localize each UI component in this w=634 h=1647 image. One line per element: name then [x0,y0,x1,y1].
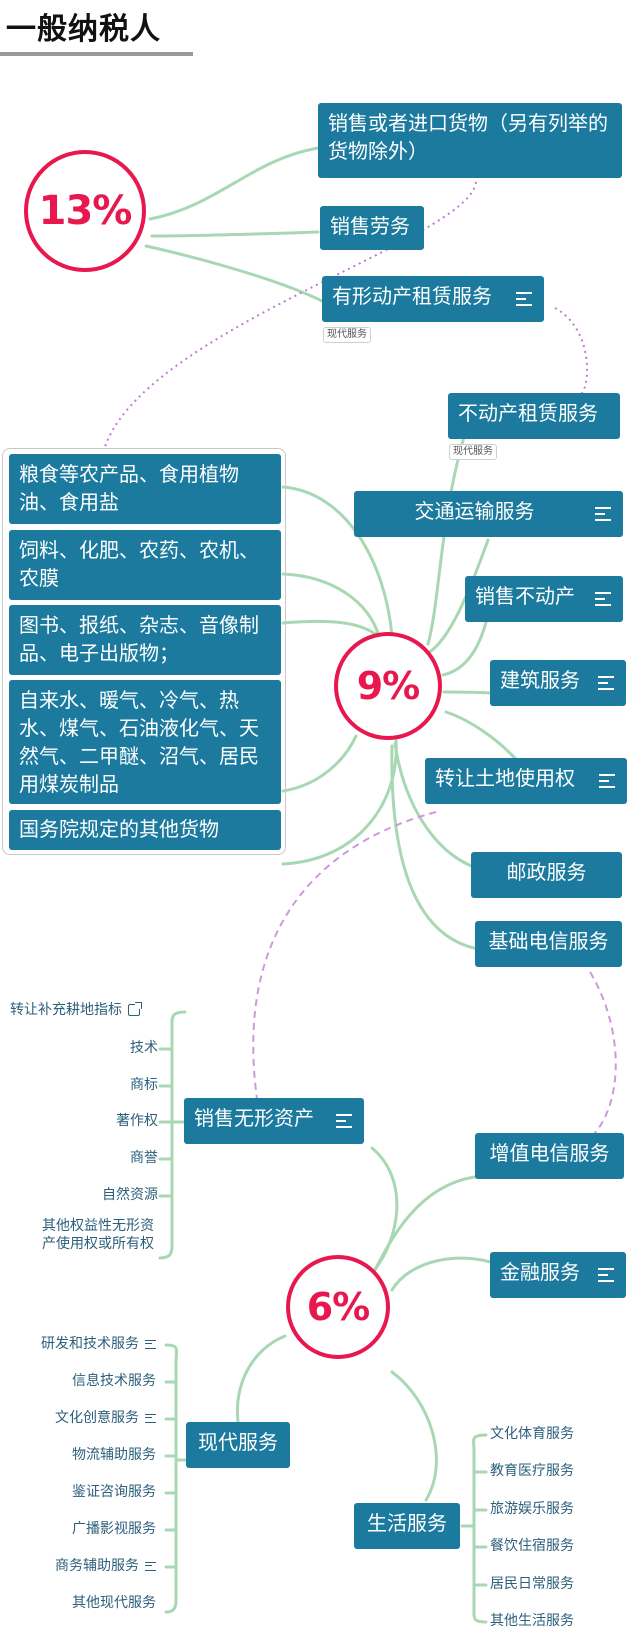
item-label: 研发和技术服务 [41,1336,139,1352]
notes-icon[interactable] [145,1339,156,1349]
node-sell-import-goods[interactable]: 销售或者进口货物（另有列举的货物除外） [318,103,622,178]
notes-icon[interactable] [598,676,614,690]
modern-item[interactable]: 其他现代服务 [72,1595,156,1611]
life-item[interactable]: 居民日常服务 [490,1576,574,1592]
node-label: 有形动产租赁服务 [332,284,492,308]
modern-item[interactable]: 文化创意服务 [10,1409,156,1427]
intangible-item[interactable]: 转让补充耕地指标 [10,1001,142,1019]
life-item[interactable]: 其他生活服务 [490,1613,574,1629]
node-label: 粮食等农产品、食用植物油、食用盐 [19,462,239,514]
node-label: 交通运输服务 [414,499,535,523]
tag-modern-service: 现代服务 [449,444,497,460]
node-label: 自来水、暖气、冷气、热水、煤气、石油液化气、天然气、二甲醚、沼气、居民用煤炭制品 [19,688,259,796]
node-basic-telecom[interactable]: 基础电信服务 [475,921,622,967]
node-financial[interactable]: 金融服务 [490,1252,626,1298]
tag-modern-service: 现代服务 [323,327,371,343]
node-realty-lease[interactable]: 不动产租赁服务 [448,393,620,439]
node-label: 转让土地使用权 [435,766,575,790]
node-sell-intangible[interactable]: 销售无形资产 [184,1098,364,1144]
notes-icon[interactable] [598,1268,614,1282]
node-label: 建筑服务 [500,668,580,692]
node-label: 基础电信服务 [488,929,609,953]
node-modern-service[interactable]: 现代服务 [186,1422,290,1468]
page-title: 一般纳税人 [6,12,161,47]
life-item[interactable]: 旅游娱乐服务 [490,1501,574,1517]
node-land-use-transfer[interactable]: 转让土地使用权 [425,758,627,804]
node-label: 销售或者进口货物（另有列举的货物除外） [328,111,608,163]
node-label: 生活服务 [367,1511,447,1535]
notes-icon[interactable] [595,592,611,606]
rate-6-circle: 6% [286,1255,390,1359]
node-goods-grain[interactable]: 粮食等农产品、食用植物油、食用盐 [9,454,281,524]
node-label: 邮政服务 [506,860,587,884]
node-goods-other[interactable]: 国务院规定的其他货物 [9,810,281,850]
node-label: 图书、报纸、杂志、音像制品、电子出版物； [19,613,259,665]
node-goods-feed[interactable]: 饲料、化肥、农药、农机、农膜 [9,530,281,600]
notes-icon[interactable] [145,1413,156,1423]
node-transport[interactable]: 交通运输服务 [354,491,623,537]
modern-item[interactable]: 商务辅助服务 [10,1557,156,1575]
life-item[interactable]: 文化体育服务 [490,1426,574,1442]
node-goods-books[interactable]: 图书、报纸、杂志、音像制品、电子出版物； [9,605,281,675]
node-life-service[interactable]: 生活服务 [354,1503,460,1549]
node-tangible-lease[interactable]: 有形动产租赁服务 [322,276,544,322]
modern-item[interactable]: 物流辅助服务 [72,1447,156,1463]
node-goods-utilities[interactable]: 自来水、暖气、冷气、热水、煤气、石油液化气、天然气、二甲醚、沼气、居民用煤炭制品 [9,680,281,804]
modern-item[interactable]: 鉴证咨询服务 [72,1484,156,1500]
life-item[interactable]: 教育医疗服务 [490,1463,574,1479]
rate-9-circle: 9% [334,632,442,740]
node-label: 销售不动产 [475,584,575,608]
notes-icon[interactable] [145,1561,156,1571]
intangible-item[interactable]: 其他权益性无形资产使用权或所有权 [42,1218,154,1252]
life-item[interactable]: 餐饮住宿服务 [490,1538,574,1554]
node-label: 国务院规定的其他货物 [19,817,219,841]
intangible-item[interactable]: 著作权 [116,1113,158,1129]
notes-icon[interactable] [336,1114,352,1128]
title-underline [0,52,193,56]
intangible-item[interactable]: 商标 [130,1077,158,1093]
node-sell-realty[interactable]: 销售不动产 [465,576,623,622]
node-label: 销售劳务 [330,214,410,238]
node-value-added-telecom[interactable]: 增值电信服务 [475,1133,624,1179]
item-label: 商务辅助服务 [55,1558,139,1574]
goods-group-frame [2,448,286,855]
rate-13-circle: 13% [24,150,146,272]
item-label: 文化创意服务 [55,1410,139,1426]
external-link-icon[interactable] [128,1002,142,1016]
node-postal[interactable]: 邮政服务 [471,852,622,898]
notes-icon[interactable] [595,507,611,521]
modern-item[interactable]: 研发和技术服务 [10,1335,156,1353]
intangible-item[interactable]: 自然资源 [102,1187,158,1203]
node-label: 增值电信服务 [489,1141,610,1165]
node-label: 销售无形资产 [194,1106,314,1130]
item-label: 转让补充耕地指标 [10,1002,122,1018]
modern-item[interactable]: 信息技术服务 [72,1373,156,1389]
notes-icon[interactable] [599,774,615,788]
notes-icon[interactable] [516,292,532,306]
node-label: 饲料、化肥、农药、农机、农膜 [19,538,259,590]
node-label: 不动产租赁服务 [458,401,598,425]
intangible-item[interactable]: 技术 [130,1040,158,1056]
intangible-item[interactable]: 商誉 [130,1150,158,1166]
node-construction[interactable]: 建筑服务 [490,660,626,706]
modern-item[interactable]: 广播影视服务 [72,1521,156,1537]
node-label: 金融服务 [500,1260,580,1284]
node-label: 现代服务 [198,1430,278,1454]
node-sell-labor[interactable]: 销售劳务 [320,206,424,250]
